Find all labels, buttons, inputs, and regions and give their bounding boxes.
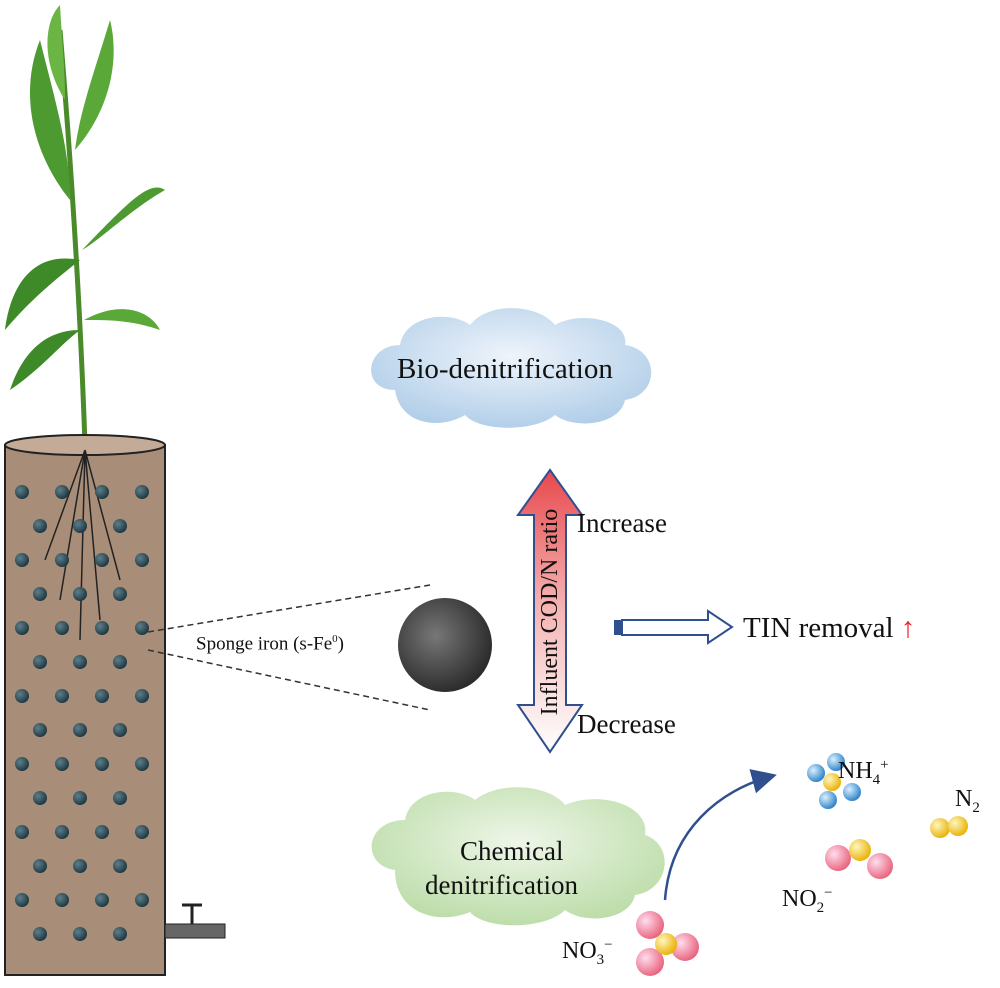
nh4-molecule [807,753,861,809]
iron-particle-dot [73,859,87,873]
iron-particle-dot [33,587,47,601]
outlet-tap [164,903,226,939]
iron-particle-dot [55,553,69,567]
iron-particle-dot [15,621,29,635]
tin-arrow [614,609,734,645]
no2-label: NO2− [782,886,833,916]
no3-molecule [636,911,699,976]
iron-particle-dot [95,757,109,771]
iron-particle-dot [113,859,127,873]
iron-particle-dot [55,621,69,635]
iron-particle-dot [73,519,87,533]
iron-particle-dot [15,689,29,703]
iron-particle-dot [95,825,109,839]
increase-label: Increase [577,508,667,538]
iron-particle-dot [135,757,149,771]
iron-particle-dot [113,587,127,601]
iron-particle-dot [55,485,69,499]
n2-molecule [930,816,968,838]
no2-molecule [825,839,893,879]
iron-particle-dot [95,893,109,907]
iron-particle-dot [135,893,149,907]
iron-particle-dot [95,689,109,703]
zoom-lines [147,584,431,711]
increase-arrow-icon: ↑ [900,612,916,644]
iron-particle-dot [113,519,127,533]
sponge-iron-label: Sponge iron (s-Fe0) [196,633,344,655]
nh4-sup: + [880,757,889,773]
no2-sub: 2 [816,899,825,916]
iron-particle-dot [33,927,47,941]
no3-text: NO [562,938,597,964]
chemical-cloud [371,787,665,926]
iron-particle-dot [55,757,69,771]
soil-column [4,434,166,976]
no3-sup: − [604,937,613,953]
iron-particle-dot [55,689,69,703]
cod-n-double-arrow [516,468,584,754]
plant [5,5,165,446]
curved-arrow [663,769,777,901]
n2-text: N [955,786,973,812]
iron-particle-dot [33,723,47,737]
iron-particle-dot [15,825,29,839]
nh4-label: NH4+ [838,758,889,788]
bio-denitrification-label: Bio-denitrification [397,353,613,385]
no2-text: NO [782,886,817,912]
iron-particle-dot [73,587,87,601]
no3-label: NO3− [562,938,613,968]
iron-particle-dot [73,655,87,669]
iron-particle-dot [15,485,29,499]
iron-particle-dot [73,791,87,805]
iron-particle-dot [55,825,69,839]
sponge-sup: 0 [332,633,338,645]
nh4-text: NH [838,758,873,784]
no2-sup: − [824,885,833,901]
chemical-label-line1: Chemical [460,836,564,866]
iron-particle-dot [73,927,87,941]
decrease-label: Decrease [577,709,676,739]
tin-text: TIN removal [743,612,894,644]
nh4-sub: 4 [872,771,881,788]
sponge-iron-particle [398,598,492,692]
cod-n-ratio-label: Influent COD/N ratio [537,508,563,716]
iron-particle-dot [33,655,47,669]
iron-particle-dot [15,893,29,907]
iron-particle-dot [33,791,47,805]
iron-particle-dot [15,553,29,567]
sponge-close: ) [337,633,344,655]
iron-particle-dot [113,927,127,941]
bio-cloud [371,308,652,428]
iron-particle-dot [135,553,149,567]
iron-particle-dot [55,893,69,907]
iron-particle-dot [135,621,149,635]
iron-particle-dot [95,621,109,635]
iron-particle-dot [33,859,47,873]
iron-particle-dot [95,553,109,567]
iron-particle-dot [33,519,47,533]
no3-sub: 3 [596,951,605,968]
iron-particle-dot [135,689,149,703]
n2-sub: 2 [972,799,980,816]
iron-particle-dot [113,791,127,805]
iron-particle-dot [15,757,29,771]
n2-label: N2 [955,787,980,816]
sponge-text: Sponge iron (s-Fe [196,633,333,655]
iron-particle-dot [135,485,149,499]
iron-particle-dot [73,723,87,737]
iron-particle-dot [135,825,149,839]
iron-particle-dot [113,723,127,737]
iron-particle-dot [95,485,109,499]
tin-removal-label: TIN removal ↑ [743,614,915,643]
iron-particle-dot [113,655,127,669]
chemical-label-line2: denitrification [425,870,578,900]
